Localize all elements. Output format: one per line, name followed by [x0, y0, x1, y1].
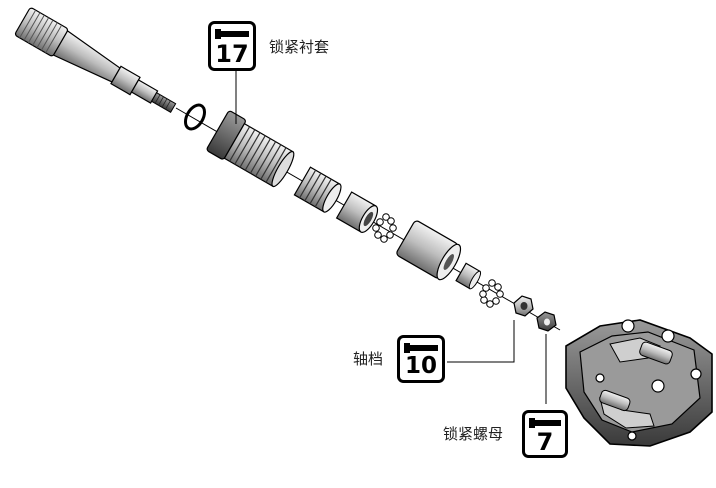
wrench-badge-7: 7	[522, 410, 568, 458]
label-lock-nut: 锁紧螺母	[443, 425, 504, 443]
ball-bearings-1	[372, 213, 397, 243]
wrench-badge-17: 17	[208, 21, 256, 71]
lock-nut-part	[536, 311, 557, 332]
wrench-badge-10: 10	[397, 335, 445, 383]
pedal-body	[565, 319, 713, 447]
wrench-size-10: 10	[404, 353, 437, 379]
pedal-spindle	[14, 7, 177, 114]
bearing-cup-2	[335, 191, 379, 233]
bearing-cup-1	[293, 166, 342, 213]
wrench-icon	[397, 335, 445, 383]
axle-cone-nut	[513, 295, 534, 317]
lock-bushing-part	[206, 110, 295, 188]
bearing-sleeve	[396, 220, 462, 281]
leader-axle-cone	[447, 320, 515, 363]
small-cone	[455, 262, 482, 290]
ball-bearings-2	[479, 279, 504, 308]
wrench-icon	[522, 410, 568, 458]
label-lock-bushing: 锁紧衬套	[269, 38, 330, 56]
wrench-size-7: 7	[536, 428, 554, 456]
wrench-size-17: 17	[215, 40, 249, 68]
label-axle-cone: 轴档	[353, 350, 384, 368]
washer-ring	[184, 103, 206, 131]
wrench-icon	[208, 21, 256, 71]
